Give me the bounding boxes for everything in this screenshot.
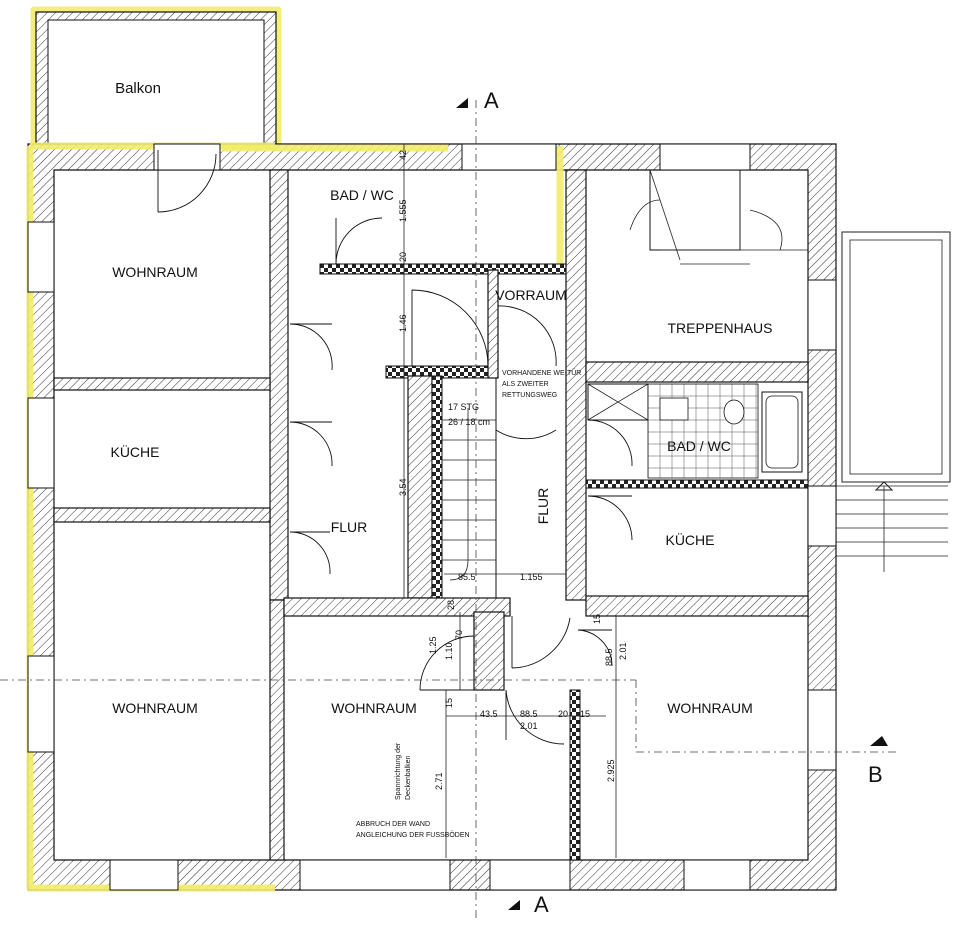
room-label-bad-wc-right: BAD / WC <box>667 438 731 454</box>
room-label-wohnraum-tl: WOHNRAUM <box>112 264 198 280</box>
section-b-arrow <box>870 736 888 746</box>
dim-146: 1.46 <box>398 314 408 332</box>
note-demo-1: ABBRUCH DER WAND <box>356 821 430 828</box>
dim-271: 2.71 <box>434 772 444 790</box>
dim-201b: 2.01 <box>618 642 628 660</box>
section-a-top: A <box>484 88 499 113</box>
room-label-bad-wc-top: BAD / WC <box>330 187 394 203</box>
section-b: B <box>868 762 883 787</box>
note-stairs-1: 17 STG <box>448 402 479 412</box>
room-label-wohnraum-bl: WOHNRAUM <box>112 700 198 716</box>
windows <box>27 143 837 891</box>
doors <box>157 150 633 745</box>
note-beam-1: Spannrichtung der <box>395 742 402 800</box>
note-stairs-2: 26 / 18 cm <box>448 417 490 427</box>
section-a-bottom-arrow <box>508 900 520 910</box>
dim-201a: 2.01 <box>520 721 538 731</box>
section-a-top-arrow <box>456 98 468 108</box>
balcony <box>30 6 282 148</box>
dim-28: 28 <box>446 600 456 610</box>
room-label-kueche-right: KÜCHE <box>665 531 714 548</box>
dim-885a: 88.5 <box>520 709 538 719</box>
note-door-3: RETTUNGSWEG <box>502 392 557 399</box>
room-label-vorraum: VORRAUM <box>495 287 567 303</box>
note-door-1: VORHANDENE WE-TÜR <box>502 369 581 377</box>
dim-15c: 15 <box>592 614 602 624</box>
dim-885b: 88.5 <box>604 648 614 666</box>
dim-1555: 1.555 <box>398 199 408 222</box>
room-label-wohnraum-br: WOHNRAUM <box>667 700 753 716</box>
dim-1155: 1.155 <box>520 572 543 582</box>
dimension-lines <box>403 144 617 858</box>
interior-stairs <box>441 377 497 599</box>
dim-2925: 2.925 <box>606 759 616 782</box>
room-label-balkon: Balkon <box>115 80 161 97</box>
dim-125: 1.25 <box>428 636 438 654</box>
dim-354: 3.54 <box>398 478 408 496</box>
note-demo-2: ANGLEICHUNG DER FUSSBÖDEN <box>356 831 470 839</box>
dim-435: 43.5 <box>480 709 498 719</box>
dim-20b: 20 <box>558 709 568 719</box>
dim-855: 85.5 <box>458 572 476 582</box>
exterior-stairs <box>836 231 951 572</box>
room-label-wohnraum-bc: WOHNRAUM <box>331 700 417 716</box>
room-label-treppenhaus: TREPPENHAUS <box>667 320 772 336</box>
dim-15b: 15 <box>580 709 590 719</box>
note-beam-2: Deckenbalken <box>405 756 412 800</box>
interior-walls <box>53 169 809 861</box>
room-label-flur-center: FLUR <box>331 519 368 535</box>
section-a-bottom: A <box>534 892 549 917</box>
stairwell-stairs <box>629 169 808 265</box>
dim-70: 70 <box>454 630 464 640</box>
dim-15a: 15 <box>444 698 454 708</box>
note-door-2: ALS ZWEITER <box>502 381 549 388</box>
bathroom-fixtures <box>587 383 803 479</box>
dim-110: 1.10 <box>444 642 454 660</box>
room-label-flur-vertical: FLUR <box>535 488 551 525</box>
section-lines <box>0 98 900 920</box>
dim-20a: 20 <box>398 252 408 262</box>
room-label-kueche-left: KÜCHE <box>110 443 159 460</box>
dim-42: 42 <box>398 150 408 160</box>
